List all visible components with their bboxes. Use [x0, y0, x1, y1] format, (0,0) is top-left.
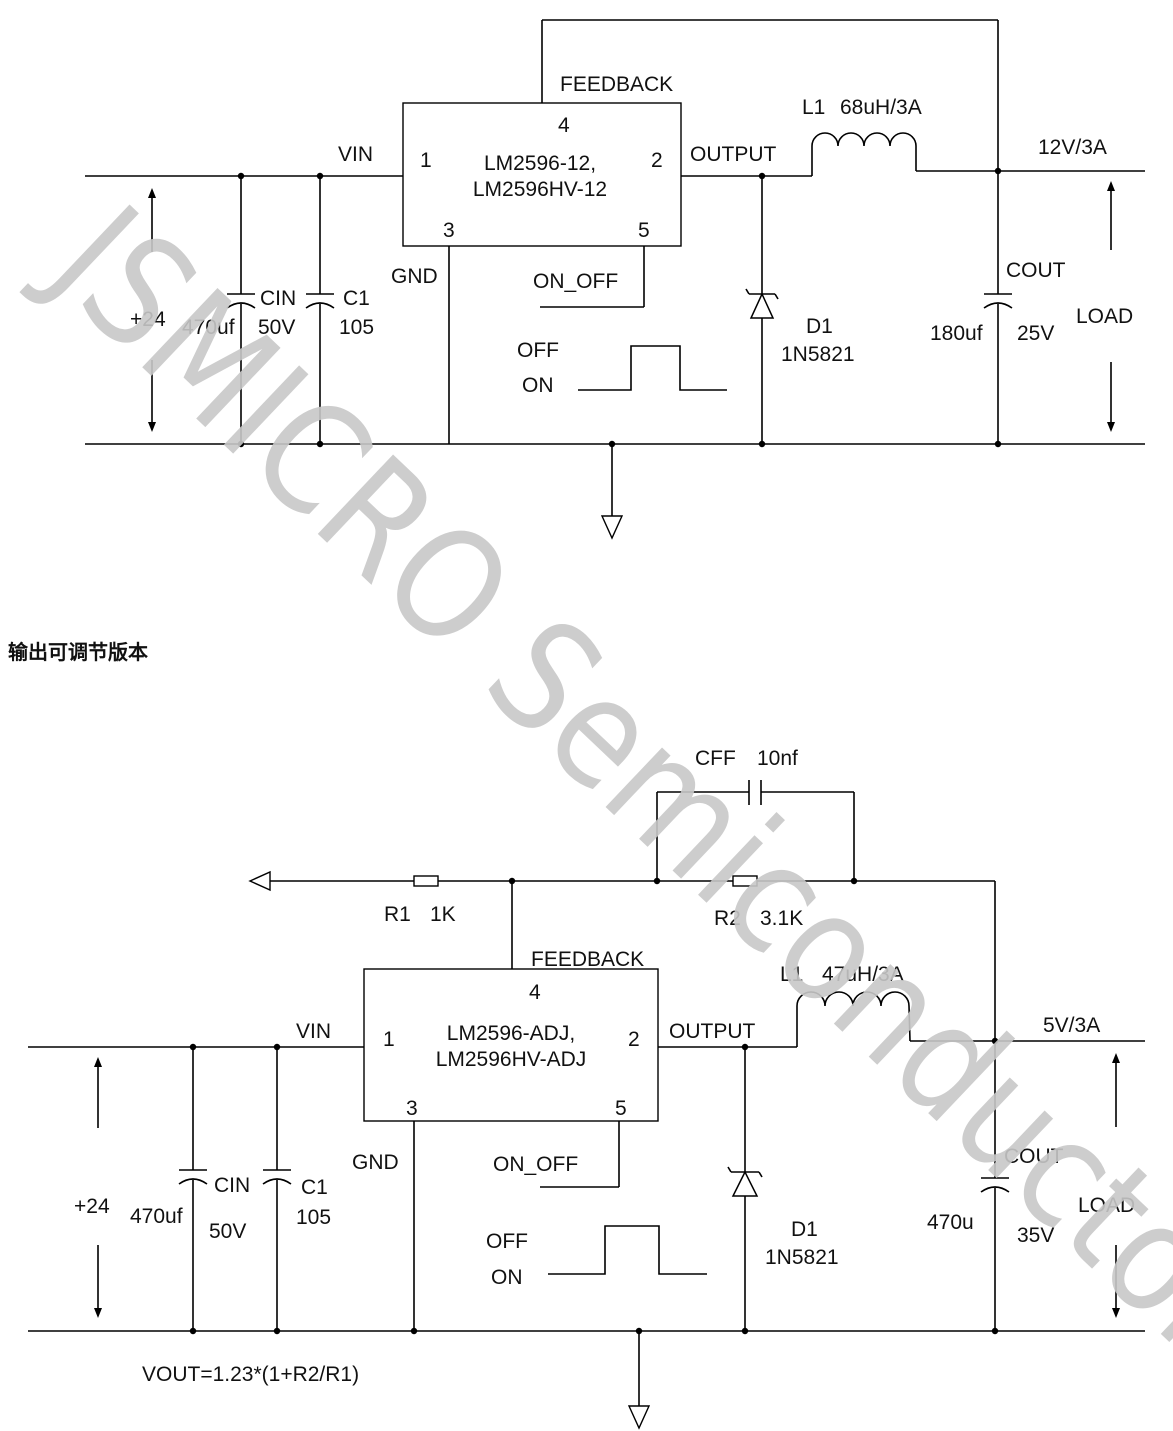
top-diode-part: 1N5821: [781, 343, 855, 366]
top-regulator-ic: [402, 102, 682, 247]
top-inductor-value: 68uH/3A: [840, 96, 922, 119]
top-cout-value: 180uf: [930, 322, 983, 345]
bottom-cin-voltage: 50V: [209, 1220, 246, 1243]
top-on-off-label: ON_OFF: [533, 270, 618, 293]
bottom-circuit: R1 1K R2 3.1K CFF 10nf LM2596-ADJ, LM259…: [28, 747, 1145, 1430]
top-c1-name: C1: [343, 287, 370, 310]
bottom-feedback-label: FEEDBACK: [531, 948, 644, 971]
bottom-enable-pulse: [548, 1225, 707, 1275]
bottom-cin-name: CIN: [214, 1174, 250, 1197]
top-c1-capacitor: [305, 293, 335, 309]
bottom-feedback-arrow: [248, 870, 271, 892]
top-load-label: LOAD: [1076, 305, 1133, 328]
bottom-cout-value: 470u: [927, 1211, 974, 1234]
top-feedback-label: FEEDBACK: [560, 73, 673, 96]
bottom-r1-value: 1K: [430, 903, 456, 926]
top-chip-name-2: LM2596HV-12: [473, 178, 607, 201]
top-cout-capacitor: [983, 293, 1013, 309]
bottom-c1-name: C1: [301, 1176, 328, 1199]
bottom-c1-capacitor: [262, 1169, 292, 1185]
bottom-ground-symbol: [627, 1405, 651, 1430]
top-output-label: OUTPUT: [690, 143, 777, 166]
top-circuit: LM2596-12, LM2596HV-12 1 2 3 4 5 FEEDBAC…: [85, 19, 1145, 540]
bottom-formula: VOUT=1.23*(1+R2/R1): [142, 1363, 359, 1386]
bottom-input-voltage: +24: [74, 1195, 110, 1218]
top-pin-1: 1: [420, 149, 432, 172]
section-heading: 输出可调节版本: [8, 640, 148, 664]
top-inductor-name: L1: [802, 96, 825, 119]
bottom-c1-value: 105: [296, 1206, 331, 1229]
bottom-load-label: LOAD: [1078, 1194, 1135, 1217]
bottom-junctions: [189, 877, 999, 1335]
top-pin-3: 3: [443, 219, 455, 242]
bottom-r2-value: 3.1K: [760, 907, 803, 930]
bottom-gnd-label: GND: [352, 1151, 399, 1174]
top-enable-pulse: [578, 345, 727, 391]
bottom-pin-2: 2: [628, 1028, 640, 1051]
bottom-diode-name: D1: [791, 1218, 818, 1241]
watermark-text: JSMICRO Semiconductor: [15, 170, 1173, 1389]
bottom-cout-name: COUT: [1004, 1145, 1064, 1168]
bottom-cff-capacitor: [748, 780, 762, 805]
top-c1-value: 105: [339, 316, 374, 339]
top-pin-5: 5: [638, 219, 650, 242]
top-vin-label: VIN: [338, 143, 373, 166]
top-pin-2: 2: [651, 149, 663, 172]
bottom-inductor: [796, 991, 911, 1047]
bottom-inductor-value: 47uH/3A: [822, 963, 904, 986]
top-cin-name: CIN: [260, 287, 296, 310]
bottom-chip-name-1: LM2596-ADJ,: [447, 1022, 575, 1045]
top-on-label: ON: [522, 374, 554, 397]
bottom-on-off-label: ON_OFF: [493, 1153, 578, 1176]
top-chip-name-1: LM2596-12,: [484, 152, 596, 175]
top-cin-value: 470uf: [182, 316, 235, 339]
bottom-cin-capacitor: [178, 1169, 208, 1185]
top-input-voltage: +24: [130, 308, 166, 331]
bottom-pin-3: 3: [406, 1097, 418, 1120]
top-ground-symbol: [600, 515, 624, 540]
bottom-vin-label: VIN: [296, 1020, 331, 1043]
bottom-cin-value: 470uf: [130, 1205, 183, 1228]
top-cin-voltage: 50V: [258, 316, 295, 339]
top-pin-4: 4: [558, 114, 570, 137]
top-output-rating: 12V/3A: [1038, 136, 1107, 159]
bottom-output-label: OUTPUT: [669, 1020, 756, 1043]
bottom-cout-voltage: 35V: [1017, 1224, 1054, 1247]
bottom-r2-name: R2: [714, 907, 741, 930]
bottom-off-label: OFF: [486, 1230, 528, 1253]
top-gnd-label: GND: [391, 265, 438, 288]
bottom-cout-capacitor: [980, 1177, 1010, 1193]
bottom-cff-name: CFF: [695, 747, 736, 770]
top-diode-name: D1: [806, 315, 833, 338]
top-inductor: [811, 132, 917, 176]
bottom-regulator-ic: [363, 968, 659, 1122]
top-cout-voltage: 25V: [1017, 322, 1054, 345]
top-cin-capacitor: [226, 293, 256, 309]
bottom-pin-1: 1: [383, 1028, 395, 1051]
bottom-diode-part: 1N5821: [765, 1246, 839, 1269]
bottom-r1-resistor: [413, 875, 439, 887]
top-diode: [745, 288, 779, 319]
bottom-output-rating: 5V/3A: [1043, 1014, 1100, 1037]
bottom-r2-resistor: [732, 875, 758, 887]
bottom-cff-value: 10nf: [757, 747, 798, 770]
bottom-chip-name-2: LM2596HV-ADJ: [436, 1048, 587, 1071]
top-cout-name: COUT: [1006, 259, 1066, 282]
bottom-r1-name: R1: [384, 903, 411, 926]
top-junctions: [237, 167, 1002, 448]
bottom-on-label: ON: [491, 1266, 523, 1289]
bottom-pin-5: 5: [615, 1097, 627, 1120]
bottom-pin-4: 4: [529, 981, 541, 1004]
bottom-diode: [727, 1166, 763, 1197]
bottom-inductor-name: L1: [780, 963, 803, 986]
top-off-label: OFF: [517, 339, 559, 362]
